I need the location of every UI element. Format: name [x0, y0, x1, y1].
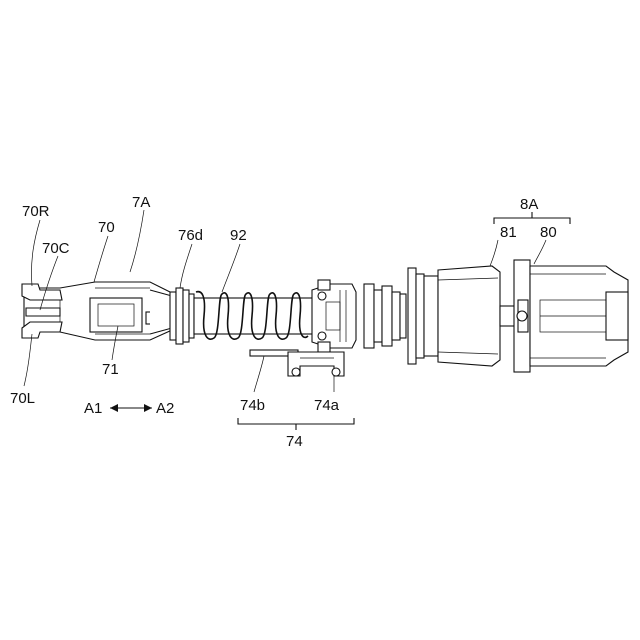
- label-92: 92: [230, 227, 247, 244]
- label-7A: 7A: [132, 194, 150, 211]
- label-70C: 70C: [42, 240, 70, 257]
- collar-76d: [170, 288, 194, 344]
- label-8A: 8A: [520, 196, 538, 213]
- label-76d: 76d: [178, 227, 203, 244]
- label-80: 80: [540, 224, 557, 241]
- label-71: 71: [102, 361, 119, 378]
- bracket-74: [250, 350, 344, 376]
- label-81: 81: [500, 224, 517, 241]
- direction-arrow: [110, 404, 152, 412]
- motor-assembly-8A: [408, 260, 628, 372]
- housing-81: [438, 266, 500, 366]
- label-74: 74: [286, 433, 303, 450]
- label-74a: 74a: [314, 397, 340, 414]
- disc-stack: [364, 284, 406, 348]
- label-74b: 74b: [240, 397, 265, 414]
- label-A2: A2: [156, 400, 174, 417]
- label-A1: A1: [84, 400, 102, 417]
- label-70: 70: [98, 219, 115, 236]
- label-70R: 70R: [22, 203, 50, 220]
- brace-74: [238, 418, 354, 424]
- coupling-block: [312, 280, 356, 352]
- fork-head-70: [22, 282, 172, 340]
- shaft: [194, 298, 314, 334]
- label-70L: 70L: [10, 390, 35, 407]
